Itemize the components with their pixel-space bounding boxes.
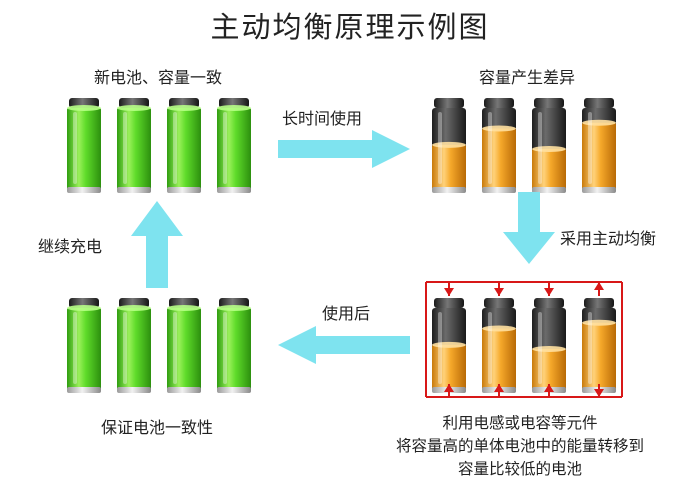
battery-new-3 (167, 98, 201, 193)
battery-base (167, 387, 201, 393)
battery-charge (532, 149, 566, 190)
transfer-arrowhead (444, 384, 454, 392)
battery-base (67, 187, 101, 193)
battery-diff-2 (482, 98, 516, 193)
flow-arrow-down (503, 192, 555, 264)
battery-base (217, 187, 251, 193)
battery-cap (584, 298, 614, 308)
flow-arrow-right (278, 130, 410, 168)
battery-base (532, 187, 566, 193)
battery-charge (67, 108, 101, 190)
battery-base (217, 387, 251, 393)
transfer-arrowhead (544, 288, 554, 296)
battery-base (482, 187, 516, 193)
battery-charge (532, 349, 566, 390)
battery-base (117, 187, 151, 193)
page-title: 主动均衡原理示例图 (210, 10, 490, 44)
battery-restored-4 (217, 298, 251, 393)
energy-transfer-lines (425, 281, 623, 398)
battery-charge (117, 308, 151, 390)
step-label-recharge: 继续充电 (38, 237, 103, 256)
battery-cap (584, 98, 614, 108)
state-label-restored: 保证电池一致性 (100, 418, 214, 437)
flow-arrow-left (278, 326, 410, 364)
state-label-new: 新电池、容量一致 (93, 68, 223, 87)
battery-balancing-3 (532, 298, 566, 393)
battery-balancing-1 (432, 298, 466, 393)
battery-restored-1 (67, 298, 101, 393)
battery-charge (482, 128, 516, 190)
battery-charge (432, 144, 466, 190)
battery-charge (117, 108, 151, 190)
battery-charge (67, 308, 101, 390)
battery-restored-3 (167, 298, 201, 393)
battery-new-1 (67, 98, 101, 193)
step-label-long-term: 长时间使用 (282, 109, 363, 128)
battery-cap (534, 298, 564, 308)
battery-base (67, 387, 101, 393)
battery-group-diff (432, 98, 616, 193)
battery-base (167, 187, 201, 193)
transfer-arrowhead (494, 288, 504, 296)
battery-new-4 (217, 98, 251, 193)
battery-cap (434, 98, 464, 108)
battery-cap (484, 298, 514, 308)
state-label-diff: 容量产生差异 (478, 68, 576, 87)
battery-diff-1 (432, 98, 466, 193)
transfer-arrowhead (544, 384, 554, 392)
battery-diff-4 (582, 98, 616, 193)
battery-cap (484, 98, 514, 108)
step-label-active-balance: 采用主动均衡 (560, 229, 657, 248)
battery-charge (167, 308, 201, 390)
battery-group-restored (67, 298, 251, 393)
battery-new-2 (117, 98, 151, 193)
battery-charge (167, 108, 201, 190)
battery-group-new (67, 98, 251, 193)
battery-base (582, 187, 616, 193)
battery-charge (582, 322, 616, 390)
description-line-3: 容量比较低的电池 (457, 460, 582, 478)
transfer-arrowhead (494, 384, 504, 392)
battery-charge (217, 108, 251, 190)
battery-diff-3 (532, 98, 566, 193)
battery-base (117, 387, 151, 393)
step-label-after-use: 使用后 (322, 304, 371, 323)
battery-restored-2 (117, 298, 151, 393)
transfer-arrowhead (444, 288, 454, 296)
battery-balancing-4 (582, 298, 616, 393)
flow-arrow-up (131, 201, 183, 288)
battery-charge (432, 344, 466, 390)
transfer-arrowhead (594, 282, 604, 290)
battery-cap (534, 98, 564, 108)
battery-cap (434, 298, 464, 308)
transfer-arrowhead (594, 389, 604, 397)
battery-base (432, 187, 466, 193)
battery-charge (482, 328, 516, 390)
balance-description: 利用电感或电容等元件 将容量高的单体电池中的能量转移到 容量比较低的电池 (350, 412, 690, 481)
battery-charge (582, 122, 616, 190)
battery-charge (217, 308, 251, 390)
description-line-2: 将容量高的单体电池中的能量转移到 (395, 437, 644, 455)
battery-group-balancing (432, 298, 616, 393)
description-line-1: 利用电感或电容等元件 (442, 414, 598, 432)
battery-balancing-2 (482, 298, 516, 393)
